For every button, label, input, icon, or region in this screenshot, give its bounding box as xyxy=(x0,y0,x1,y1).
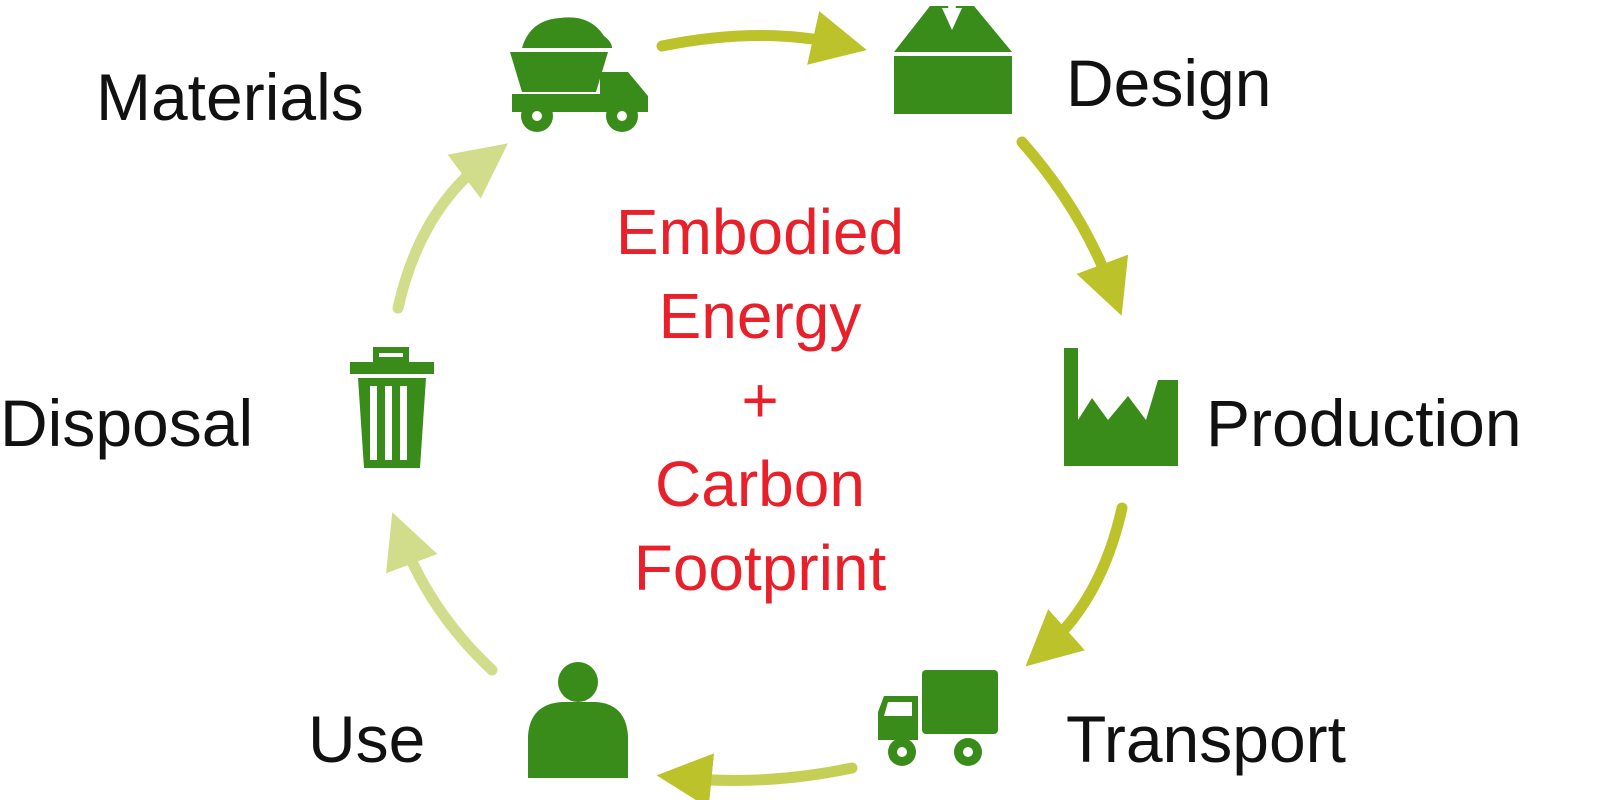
stage-label-production: Production xyxy=(1206,386,1522,460)
center-title: Embodied Energy + Carbon Footprint xyxy=(560,190,960,610)
delivery-truck-icon xyxy=(878,670,998,766)
person-icon xyxy=(528,662,628,778)
stage-label-design: Design xyxy=(1066,46,1272,120)
arrow-production-to-transport xyxy=(1025,502,1128,667)
stage-label-materials: Materials xyxy=(96,60,364,134)
stage-label-use: Use xyxy=(308,702,426,776)
arrow-disposal-to-materials xyxy=(392,143,508,314)
trash-can-icon xyxy=(350,347,434,468)
arrow-design-to-production xyxy=(1016,136,1129,316)
center-line-energy: Energy xyxy=(658,280,862,352)
factory-icon xyxy=(1064,348,1178,466)
box-icon xyxy=(894,6,1012,114)
center-line-embodied: Embodied xyxy=(615,196,905,268)
stage-label-transport: Transport xyxy=(1066,702,1346,776)
center-line-footprint: Footprint xyxy=(633,532,887,604)
arrow-materials-to-design xyxy=(656,11,867,65)
center-line-carbon: Carbon xyxy=(655,448,865,520)
dump-truck-icon xyxy=(510,17,648,132)
center-line-plus: + xyxy=(741,364,779,436)
stage-label-disposal: Disposal xyxy=(0,386,254,460)
arrow-transport-to-use xyxy=(656,753,858,800)
arrow-use-to-disposal xyxy=(386,512,498,676)
